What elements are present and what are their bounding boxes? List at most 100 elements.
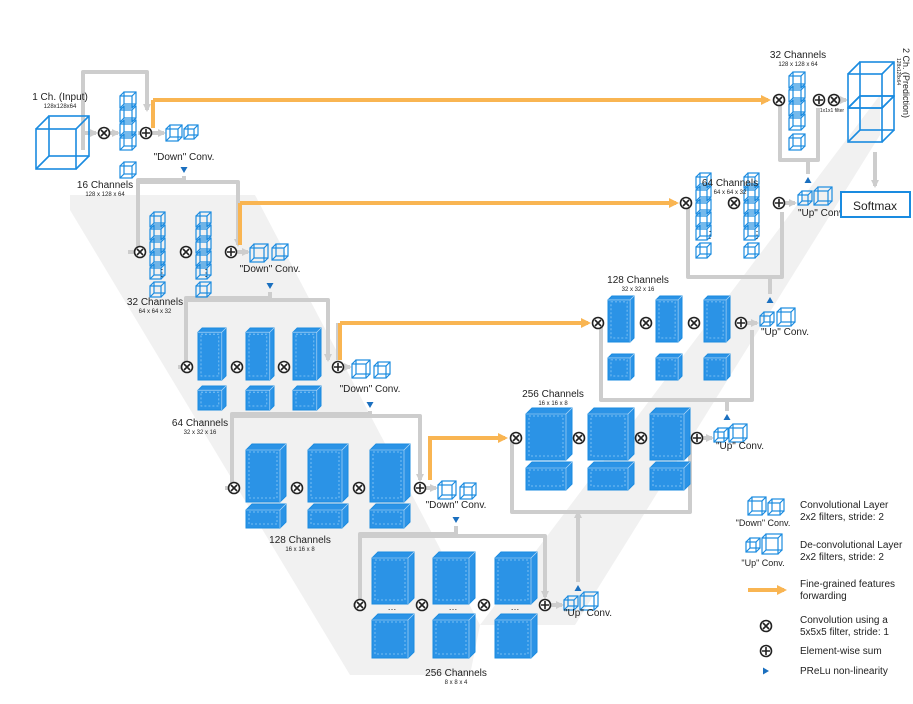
dec4-up-cube-a-back bbox=[717, 427, 729, 439]
dec2-stackB-cube-3-back bbox=[747, 211, 760, 224]
dec2-stackA-cube-2-edges bbox=[695, 198, 712, 215]
enc2-conv2-op bbox=[179, 245, 193, 259]
dec2-conv1-op bbox=[679, 196, 693, 210]
enc4-dims: 16 x 16 x 8 bbox=[285, 547, 315, 553]
dec1-stack-cube-1-front bbox=[788, 89, 802, 103]
softmax-label: Softmax bbox=[853, 199, 897, 213]
enc4-blockC bbox=[369, 443, 411, 503]
dec3-up-cube-a bbox=[759, 311, 775, 327]
bottom-blockC-edge bbox=[495, 551, 538, 604]
enc3-blockC bbox=[292, 327, 322, 381]
dec4-prelu bbox=[723, 414, 731, 420]
dec2-stackA-cube-3-back bbox=[699, 211, 712, 224]
enc2-down-cube-b-back bbox=[275, 243, 289, 257]
dec4-up-cube-b bbox=[728, 423, 748, 443]
enc1-stack-cube-3-front bbox=[119, 137, 133, 151]
enc2-stackA-cube-2-front bbox=[149, 241, 162, 254]
input-volume-edges bbox=[35, 115, 90, 170]
dec4-title: 256 Channels bbox=[522, 389, 584, 400]
enc1-stack-cube-2 bbox=[119, 119, 137, 137]
enc1-residual-line bbox=[81, 70, 151, 150]
enc3-blockA-texture bbox=[200, 333, 220, 377]
enc4-conv1-op bbox=[227, 481, 241, 495]
dec2-stackA-cube-1-front bbox=[695, 189, 708, 202]
enc4-down-cube-b-front bbox=[459, 486, 473, 500]
enc3-conv2-op-x bbox=[233, 363, 241, 371]
dec2-up-cube-a bbox=[797, 190, 813, 206]
legend-down-cube-a-back bbox=[751, 496, 767, 512]
enc3-conv3-op-x bbox=[280, 363, 288, 371]
enc4-blockB-small-texture bbox=[310, 511, 340, 525]
enc4-down-cube-a-edges bbox=[437, 480, 457, 500]
dec3-blockB-small bbox=[655, 353, 683, 381]
dec2-stackB-end-edges bbox=[743, 242, 760, 259]
dec1-stack-cube-1-edges bbox=[788, 85, 806, 103]
legend-conv-text-2: 5x5x5 filter, stride: 1 bbox=[800, 627, 889, 638]
bottom-dots-3: … bbox=[511, 602, 520, 612]
dec4-blockC-body bbox=[649, 407, 691, 461]
enc2-stackB-cube-1-edges bbox=[195, 224, 212, 241]
dec1-stack-cube-2-front bbox=[788, 103, 802, 117]
enc3-sum-op-plus bbox=[334, 363, 342, 371]
bottom-blockC-lower-edge bbox=[495, 613, 538, 658]
dec1-stack-cube-0-edges bbox=[788, 71, 806, 89]
enc2-down-caption: "Down" Conv. bbox=[240, 264, 301, 275]
dec2-stackB-cube-4-back bbox=[747, 224, 760, 237]
dec2-up-cube-b-edges bbox=[813, 186, 833, 206]
legend-up-cube-a-edges bbox=[745, 537, 761, 553]
dec1-extra-cube bbox=[788, 133, 806, 151]
legend-down-cube-b-front bbox=[767, 502, 781, 516]
legend-forward-text-2: forwarding bbox=[800, 591, 847, 602]
dec4-blockC-small-edge bbox=[650, 461, 691, 490]
dec2-stackB-cube-0-edges bbox=[743, 172, 760, 189]
input-volume bbox=[35, 115, 90, 170]
enc2-conv1-op-x bbox=[136, 248, 144, 256]
bottom-conv3-op bbox=[477, 598, 491, 612]
dec1-stack-cube-2 bbox=[788, 99, 806, 117]
enc2-sum-op bbox=[224, 245, 238, 259]
legend-conv-text-1: Convolution using a bbox=[800, 615, 888, 626]
enc4-blockC-small-texture bbox=[372, 511, 402, 525]
enc2-stackB-cube-0 bbox=[195, 211, 212, 228]
dec1-sum-op-plus bbox=[815, 96, 823, 104]
dec3-up-cube-b-edges bbox=[776, 307, 796, 327]
legend-down-cube-a bbox=[747, 496, 767, 516]
dec2-stackA-cube-2-front bbox=[695, 202, 708, 215]
enc3-conv1-op bbox=[180, 360, 194, 374]
legend-prelu-text: PReLu non-linearity bbox=[800, 666, 888, 677]
dec4-blockB-small-edge bbox=[588, 461, 635, 490]
dec3-blockA-small bbox=[607, 353, 635, 381]
enc1-conv-op-x bbox=[100, 129, 108, 137]
enc3-blockB-edge bbox=[246, 327, 275, 380]
dec4-conv3-op bbox=[634, 431, 648, 445]
dec2-stackA-end-front bbox=[695, 246, 708, 259]
enc4-blockA-small-edge bbox=[246, 503, 287, 528]
enc3-title: 64 Channels bbox=[172, 418, 228, 429]
bottom-up-cube-b-edges bbox=[579, 591, 599, 611]
dec4-blockB-edge bbox=[588, 407, 635, 460]
enc2-stackA-cube-1-edges bbox=[149, 224, 166, 241]
dec3-conv1-op-x bbox=[594, 319, 602, 327]
dec4-up-cube-a-front bbox=[713, 431, 725, 443]
output-volume-a-edges bbox=[847, 61, 895, 109]
enc3-down-cube-a-front bbox=[351, 363, 367, 379]
dec2-stackA-cube-0-front bbox=[695, 176, 708, 189]
dec2-stackB-cube-3 bbox=[743, 211, 760, 228]
dec4-sum-op bbox=[690, 431, 704, 445]
enc2-stackA-cube-3 bbox=[149, 250, 166, 267]
dec2-stackB-cube-1-back bbox=[747, 185, 760, 198]
dec4-blockB-body bbox=[587, 407, 635, 461]
dec2-stackA-cube-4 bbox=[695, 224, 712, 241]
enc2-conv2-op-x bbox=[182, 248, 190, 256]
dec2-up-cube-b bbox=[813, 186, 833, 206]
dec2-stackA-cube-3-front bbox=[695, 215, 708, 228]
dec4-sum-op-plus bbox=[693, 434, 701, 442]
enc2-stackA-cube-3-front bbox=[149, 254, 162, 267]
legend-prelu bbox=[763, 667, 769, 675]
dec1-stack-cube-1-back bbox=[792, 85, 806, 99]
enc3-blockA-edge bbox=[198, 327, 227, 380]
enc3-blockC-edge bbox=[293, 327, 322, 380]
dec4-up-cube-a bbox=[713, 427, 729, 443]
